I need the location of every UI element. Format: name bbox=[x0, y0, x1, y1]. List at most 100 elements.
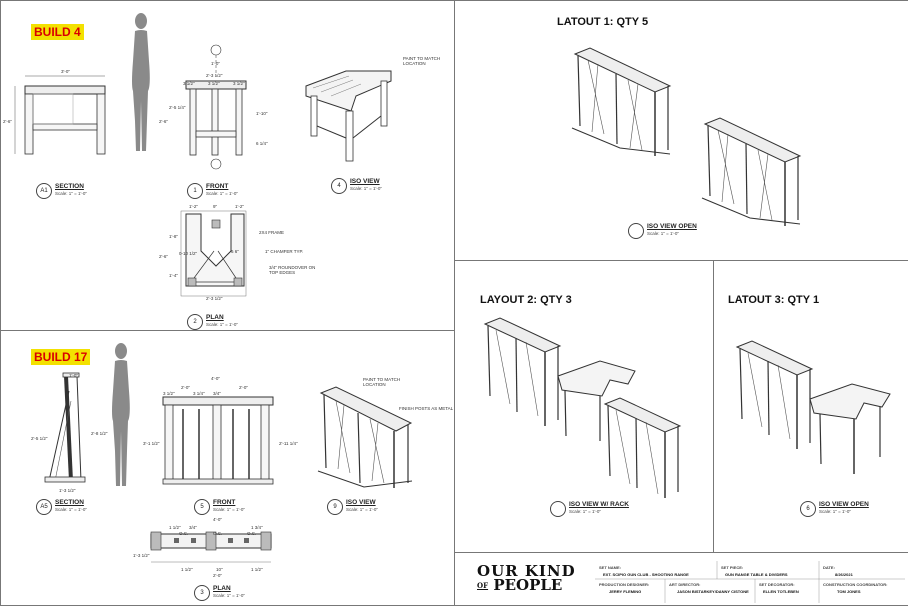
b4-section-title: SECTION bbox=[55, 183, 84, 190]
prod-designer-label: PRODUCTION DESIGNER: bbox=[599, 582, 650, 587]
b17-front-top: 4'-0" bbox=[211, 376, 220, 381]
b17-section-top: 1'-0" bbox=[69, 373, 78, 378]
b4-plan-left-3: 1'-4" bbox=[169, 273, 178, 278]
art-director-value: JASON BISTARKEY/DANNY CISTONE bbox=[677, 589, 749, 594]
b17-front-height: 2'-11 1/4" bbox=[279, 441, 298, 446]
b17-front-num: 5 bbox=[194, 499, 210, 515]
b17-front-title: FRONT bbox=[213, 499, 236, 506]
title-block-fields: SET NAME: EXT. SCIPIO GUN CLUB - SHOOTIN… bbox=[595, 561, 905, 603]
b17-iso-title: ISO VIEW bbox=[346, 499, 376, 506]
b17-iso-num: 9 bbox=[327, 499, 343, 515]
b4-plan-title: PLAN bbox=[206, 314, 224, 321]
b17-section-num: A5 bbox=[36, 499, 52, 515]
b4-front-height: 2'-6" bbox=[159, 119, 168, 124]
b4-section-num: A1 bbox=[36, 183, 52, 199]
build17-iso-drawing bbox=[317, 386, 413, 488]
b4-plan-bottom: 2'-3 1/2" bbox=[206, 296, 223, 301]
b17-section-title: SECTION bbox=[55, 499, 84, 506]
b17-plan-sub-2: 3/4" bbox=[189, 525, 197, 530]
b4-front-sub-2: 3 1/2" bbox=[208, 81, 220, 86]
b17-section-base: 1'-3 1/2" bbox=[59, 488, 76, 493]
b4-front-width: 2'-3 1/2" bbox=[206, 73, 223, 78]
b4-front-sub-3: 3 1/2" bbox=[233, 81, 245, 86]
b17-plan-sub-1: 1 1/2" bbox=[169, 525, 181, 530]
layout1-view-title: ISO VIEW OPEN bbox=[647, 223, 697, 230]
b17-plan-bottom-1: 1 1/2" bbox=[181, 567, 193, 572]
set-name-label: SET NAME: bbox=[599, 565, 621, 570]
b17-plan-title: PLAN bbox=[213, 585, 231, 592]
build17-sheet: BUILD 17 1'-0" 2'-5 1/2" 2'-8 1/2" 1'-3 … bbox=[0, 330, 455, 606]
layout2-view-num bbox=[550, 501, 566, 517]
b17-plan-bottom-2: 10" bbox=[216, 567, 223, 572]
b4-front-scale: Scale: 1" = 1'-0" bbox=[206, 191, 238, 196]
b17-plan-scale: Scale: 1" = 1'-0" bbox=[213, 593, 245, 598]
b17-iso-scale: Scale: 1" = 1'-0" bbox=[346, 507, 378, 512]
set-decorator-label: SET DECORATOR: bbox=[759, 582, 795, 587]
b4-section-height: 2'-6" bbox=[3, 119, 12, 124]
layout1-sheet: LATOUT 1: QTY 5 ISO VIEW OPEN Scale: 1" … bbox=[454, 0, 908, 262]
set-piece-value: GUN RANGE TABLE & DIVIDERS bbox=[725, 572, 788, 577]
b17-plan-left: 1'-3 1/2" bbox=[133, 553, 150, 558]
layout1-view-scale: Scale: 1" = 1'-0" bbox=[647, 231, 679, 236]
logo: OUR KIND OF PEOPLE bbox=[477, 564, 576, 593]
layout2-title: LAYOUT 2: QTY 3 bbox=[480, 294, 572, 306]
build4-iso-drawing bbox=[305, 70, 392, 162]
art-director-label: ART DIRECTOR: bbox=[669, 582, 701, 587]
b17-front-h2: 3'-1 1/2" bbox=[143, 441, 160, 446]
b17-plan-oc-3: O.C. bbox=[247, 531, 257, 536]
layout3-view-scale: Scale: 1" = 1'-0" bbox=[819, 509, 851, 514]
b17-section-h1: 2'-5 1/2" bbox=[31, 436, 48, 441]
layout1-iso-drawing-a bbox=[571, 47, 672, 156]
b17-section-h2: 2'-8 1/2" bbox=[91, 431, 108, 436]
prod-designer-value: JERRY FLEMING bbox=[609, 589, 642, 594]
b4-section-scale: Scale: 1" = 1'-0" bbox=[55, 191, 87, 196]
b4-plan-left-1: 1'-8" bbox=[169, 234, 178, 239]
b4-plan-top-1: 1'-2" bbox=[189, 204, 198, 209]
build4-section-drawing bbox=[14, 75, 106, 155]
b4-plan-num: 2 bbox=[187, 314, 203, 330]
layout3-view-num: 6 bbox=[800, 501, 816, 517]
title-block-grid bbox=[595, 561, 905, 603]
title-block: OUR KIND OF PEOPLE SET NAME: EXT. SCIPIO… bbox=[454, 552, 908, 606]
logo-line-2a: OF bbox=[477, 581, 489, 590]
b4-section-width: 3'-0" bbox=[61, 69, 70, 74]
set-piece-label: SET PIECE: bbox=[721, 565, 744, 570]
b4-note-chamfer: 1" CHAMFER TYP. bbox=[265, 249, 304, 254]
b4-iso-num: 4 bbox=[331, 178, 347, 194]
b17-front-sub-2: 2'-0" bbox=[239, 385, 248, 390]
b17-plan-num: 3 bbox=[194, 585, 210, 601]
b17-front-sub-1: 2'-0" bbox=[181, 385, 190, 390]
build4-badge: BUILD 4 bbox=[31, 24, 84, 40]
b4-front-sub-1: 3 1/2" bbox=[183, 81, 195, 86]
build4-plan-drawing bbox=[180, 210, 247, 297]
layout2-view-scale: Scale: 1" = 1'-0" bbox=[569, 509, 601, 514]
layout1-title: LATOUT 1: QTY 5 bbox=[557, 16, 649, 28]
b4-plan-angle: 6 6" bbox=[231, 249, 239, 254]
b4-note-frame: 2X4 FRAME bbox=[259, 230, 285, 235]
b4-plan-top-2: 9" bbox=[213, 204, 218, 209]
build17-badge: BUILD 17 bbox=[31, 349, 91, 365]
b4-front-h2: 2'-5 1/4" bbox=[169, 105, 186, 110]
b17-section-scale: Scale: 1" = 1'-0" bbox=[55, 507, 87, 512]
layout1-view-num bbox=[628, 223, 644, 239]
layout1-iso-drawing-b bbox=[701, 117, 802, 226]
build4-front-drawing bbox=[185, 44, 247, 170]
b17-front-post-2: 3 1/4" bbox=[193, 391, 205, 396]
build17-section-drawing bbox=[44, 372, 86, 483]
build4-sheet: BUILD 4 3'-0" 2'-6" 1'-0" 2'-3 1/2" 3 1/… bbox=[0, 0, 455, 332]
b17-front-scale: Scale: 1" = 1'-0" bbox=[213, 507, 245, 512]
set-decorator-value: ELLEN TOTLEBEN bbox=[763, 589, 799, 594]
logo-line-2: OF PEOPLE bbox=[477, 578, 576, 593]
b4-iso-title: ISO VIEW bbox=[350, 178, 380, 185]
b4-plan-left-2: 0-10 1/2" bbox=[179, 251, 198, 256]
construction-label: CONSTRUCTION COORDINATOR: bbox=[823, 582, 888, 587]
b4-plan-scale: Scale: 1" = 1'-0" bbox=[206, 322, 238, 327]
layout2-view-title: ISO VIEW W/ RACK bbox=[569, 501, 629, 508]
b4-note-roundover: 3/4" ROUNDOVER ON TOP EDGES bbox=[269, 265, 316, 275]
layout2-sheet: LAYOUT 2: QTY 3 ISO VIEW W/ RACK Scale: … bbox=[454, 260, 715, 554]
b17-note-paint: PAINT TO MATCH LOCATION bbox=[363, 377, 401, 387]
b17-front-post-1: 3 1/2" bbox=[163, 391, 175, 396]
layout3-title: LATOUT 3: QTY 1 bbox=[728, 294, 820, 306]
construction-value: TOM JONES bbox=[837, 589, 861, 594]
b17-plan-top: 4'-0" bbox=[213, 517, 222, 522]
